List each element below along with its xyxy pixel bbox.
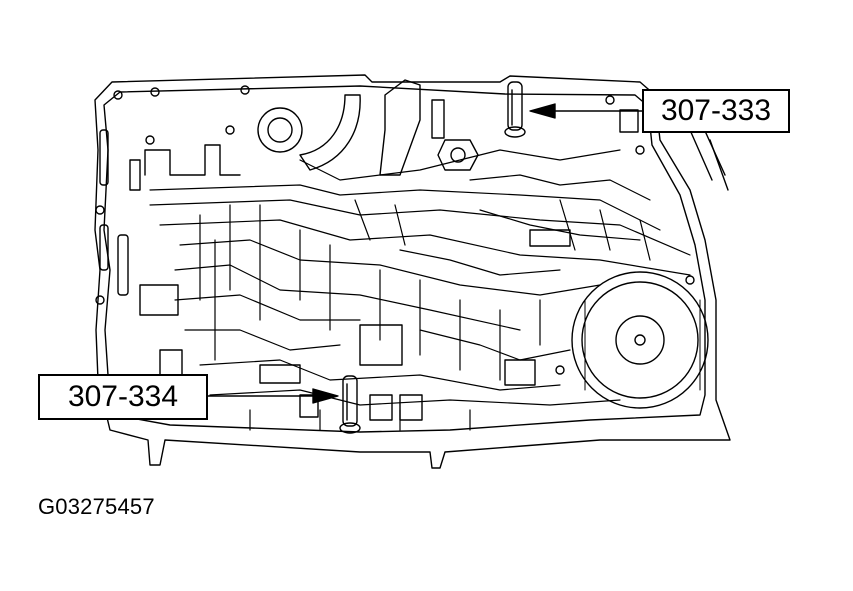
callout-307-333: 307-333 <box>642 89 790 133</box>
slot-rect <box>99 129 109 186</box>
callout-307-334: 307-334 <box>38 374 208 420</box>
round-plate <box>571 271 709 409</box>
stud <box>431 99 445 139</box>
edge-line <box>689 129 713 181</box>
top-slot <box>144 144 241 176</box>
slot-rect <box>129 159 141 191</box>
figure-id: G03275457 <box>38 494 155 519</box>
cavities <box>139 109 639 421</box>
bracket <box>379 79 421 176</box>
slot-rect <box>117 234 129 296</box>
tube <box>299 94 361 171</box>
callout-label: 307-333 <box>660 94 772 127</box>
fluid-channels <box>149 149 691 431</box>
arrow-307-333 <box>529 103 643 119</box>
arrow-307-334 <box>207 388 339 404</box>
callout-label: 307-334 <box>67 380 179 413</box>
fitting-ring <box>257 107 303 153</box>
bolt-307-333 <box>504 81 526 138</box>
fitting-ring <box>267 117 293 143</box>
slot-rect <box>99 224 109 271</box>
bolt-307-334 <box>339 375 361 434</box>
edge-line <box>709 139 729 191</box>
nut <box>437 139 479 171</box>
nut-hole <box>450 147 466 163</box>
valve-body-outline <box>94 74 731 469</box>
